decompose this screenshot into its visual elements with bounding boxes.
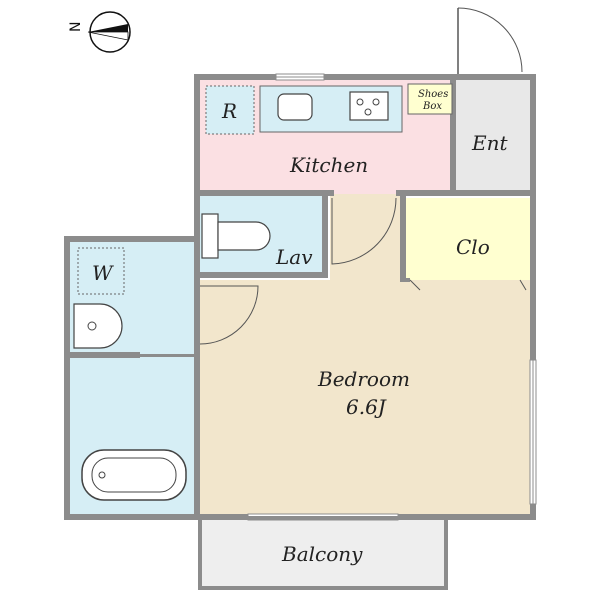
washer-space xyxy=(77,247,125,295)
shoes-box-label-line1: Shoes xyxy=(418,89,448,100)
compass-arrow-tail xyxy=(87,31,129,41)
balcony-label: Balcony xyxy=(281,542,363,566)
lavatory-label: Lav xyxy=(275,245,313,269)
refrigerator-space xyxy=(205,85,255,135)
shoes-box-label-line2: Box xyxy=(422,101,442,112)
compass: N xyxy=(68,11,131,53)
washer-label: W xyxy=(92,261,114,285)
balcony-outline xyxy=(198,516,448,590)
bathtub-icon xyxy=(81,449,187,501)
balcony-floor xyxy=(200,518,446,588)
closet-label: Clo xyxy=(456,235,490,259)
bath-door xyxy=(199,285,259,345)
kitchen-label: Kitchen xyxy=(289,153,368,177)
sink-icon xyxy=(277,93,313,121)
shoes-box xyxy=(407,83,453,115)
bedroom-floor xyxy=(200,280,532,514)
refrigerator-label: R xyxy=(221,99,237,123)
toilet-icon xyxy=(201,213,271,259)
north-label: N xyxy=(68,22,84,32)
closet-doors xyxy=(409,279,527,291)
entrance-floor xyxy=(456,78,532,194)
kitchen-counter xyxy=(259,85,403,133)
wash-basin-icon xyxy=(73,303,123,349)
entrance-door xyxy=(457,7,523,76)
entrance-label: Ent xyxy=(471,131,508,155)
bedroom-size-label: 6.6J xyxy=(346,395,387,419)
stove-icon xyxy=(349,91,389,121)
bedroom-label: Bedroom xyxy=(317,367,410,391)
closet-floor xyxy=(406,198,530,280)
lav-door xyxy=(331,197,397,265)
bedroom-upper-floor xyxy=(330,192,405,284)
